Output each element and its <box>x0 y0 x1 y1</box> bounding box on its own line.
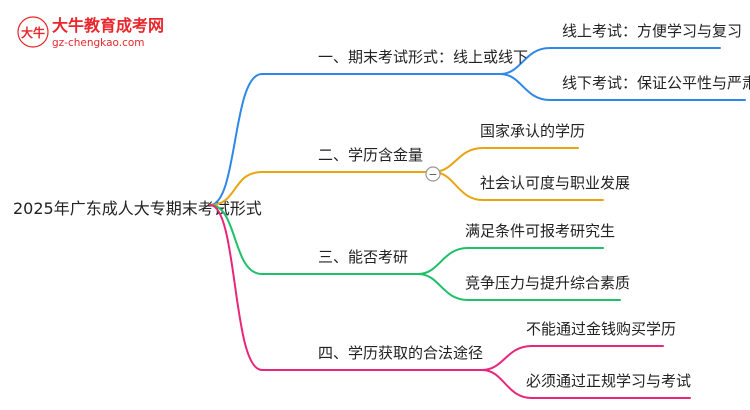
branch-2-collapse-toggle[interactable]: − <box>425 166 441 182</box>
branch-2-label: 二、学历含金量 <box>318 146 423 164</box>
minus-icon[interactable]: − <box>428 168 437 181</box>
logo-mark-text: 大牛 <box>21 25 45 40</box>
branch-2-leaf-1: 国家承认的学历 <box>480 122 585 140</box>
branch-1-leaf-2: 线下考试：保证公平性与严肃性 <box>562 74 750 92</box>
branch-2: 二、学历含金量 国家承认的学历 社会认可度与职业发展 <box>318 122 630 192</box>
branch-4-leaf-2-connector <box>481 369 533 399</box>
branch-3-leaf-2-connector <box>417 273 469 301</box>
branch-3-leaf-2: 竞争压力与提升综合素质 <box>465 274 630 292</box>
branch-3-connector <box>209 204 263 275</box>
logo-title: 大牛教育成考网 <box>52 16 164 35</box>
branch-3-leaf-1-connector <box>417 247 469 275</box>
branch-4-connector <box>209 204 263 371</box>
branch-1-leaf-1: 线上考试：方便学习与复习 <box>562 22 742 40</box>
branch-1-leaf-1-connector <box>499 47 551 75</box>
branch-2-leaf-2: 社会认可度与职业发展 <box>480 174 630 192</box>
logo: 大牛 大牛教育成考网 gz-chengkao.com <box>17 16 164 49</box>
logo-ring <box>17 16 49 48</box>
branch-4-label: 四、学历获取的合法途径 <box>318 344 483 362</box>
branch-1-label: 一、期末考试形式：线上或线下 <box>318 48 528 66</box>
logo-url: gz-chengkao.com <box>52 37 145 49</box>
branch-4-leaf-2: 必须通过正规学习与考试 <box>526 372 691 390</box>
branch-3-label: 三、能否考研 <box>318 248 408 266</box>
logo-mark: 大牛 <box>17 16 49 48</box>
branch-4: 四、学历获取的合法途径 不能通过金钱购买学历 必须通过正规学习与考试 <box>318 320 691 390</box>
branch-2-connector <box>209 171 263 206</box>
branch-1: 一、期末考试形式：线上或线下 线上考试：方便学习与复习 线下考试：保证公平性与严… <box>318 22 750 92</box>
branch-3-leaf-1: 满足条件可报考研究生 <box>465 222 615 240</box>
connectors <box>209 47 746 399</box>
collapse-toggle-circle[interactable] <box>425 166 441 182</box>
branch-2-leaf-2-connector <box>432 171 484 201</box>
branch-4-leaf-1-connector <box>481 345 533 371</box>
branch-1-connector <box>209 73 263 206</box>
branch-3: 三、能否考研 满足条件可报考研究生 竞争压力与提升综合素质 <box>318 222 630 292</box>
branch-1-leaf-2-connector <box>499 73 551 101</box>
root-topic: 2025年广东成人大专期末考试形式 <box>13 199 262 218</box>
branch-2-leaf-1-connector <box>432 147 484 173</box>
branch-4-leaf-1: 不能通过金钱购买学历 <box>526 320 676 338</box>
